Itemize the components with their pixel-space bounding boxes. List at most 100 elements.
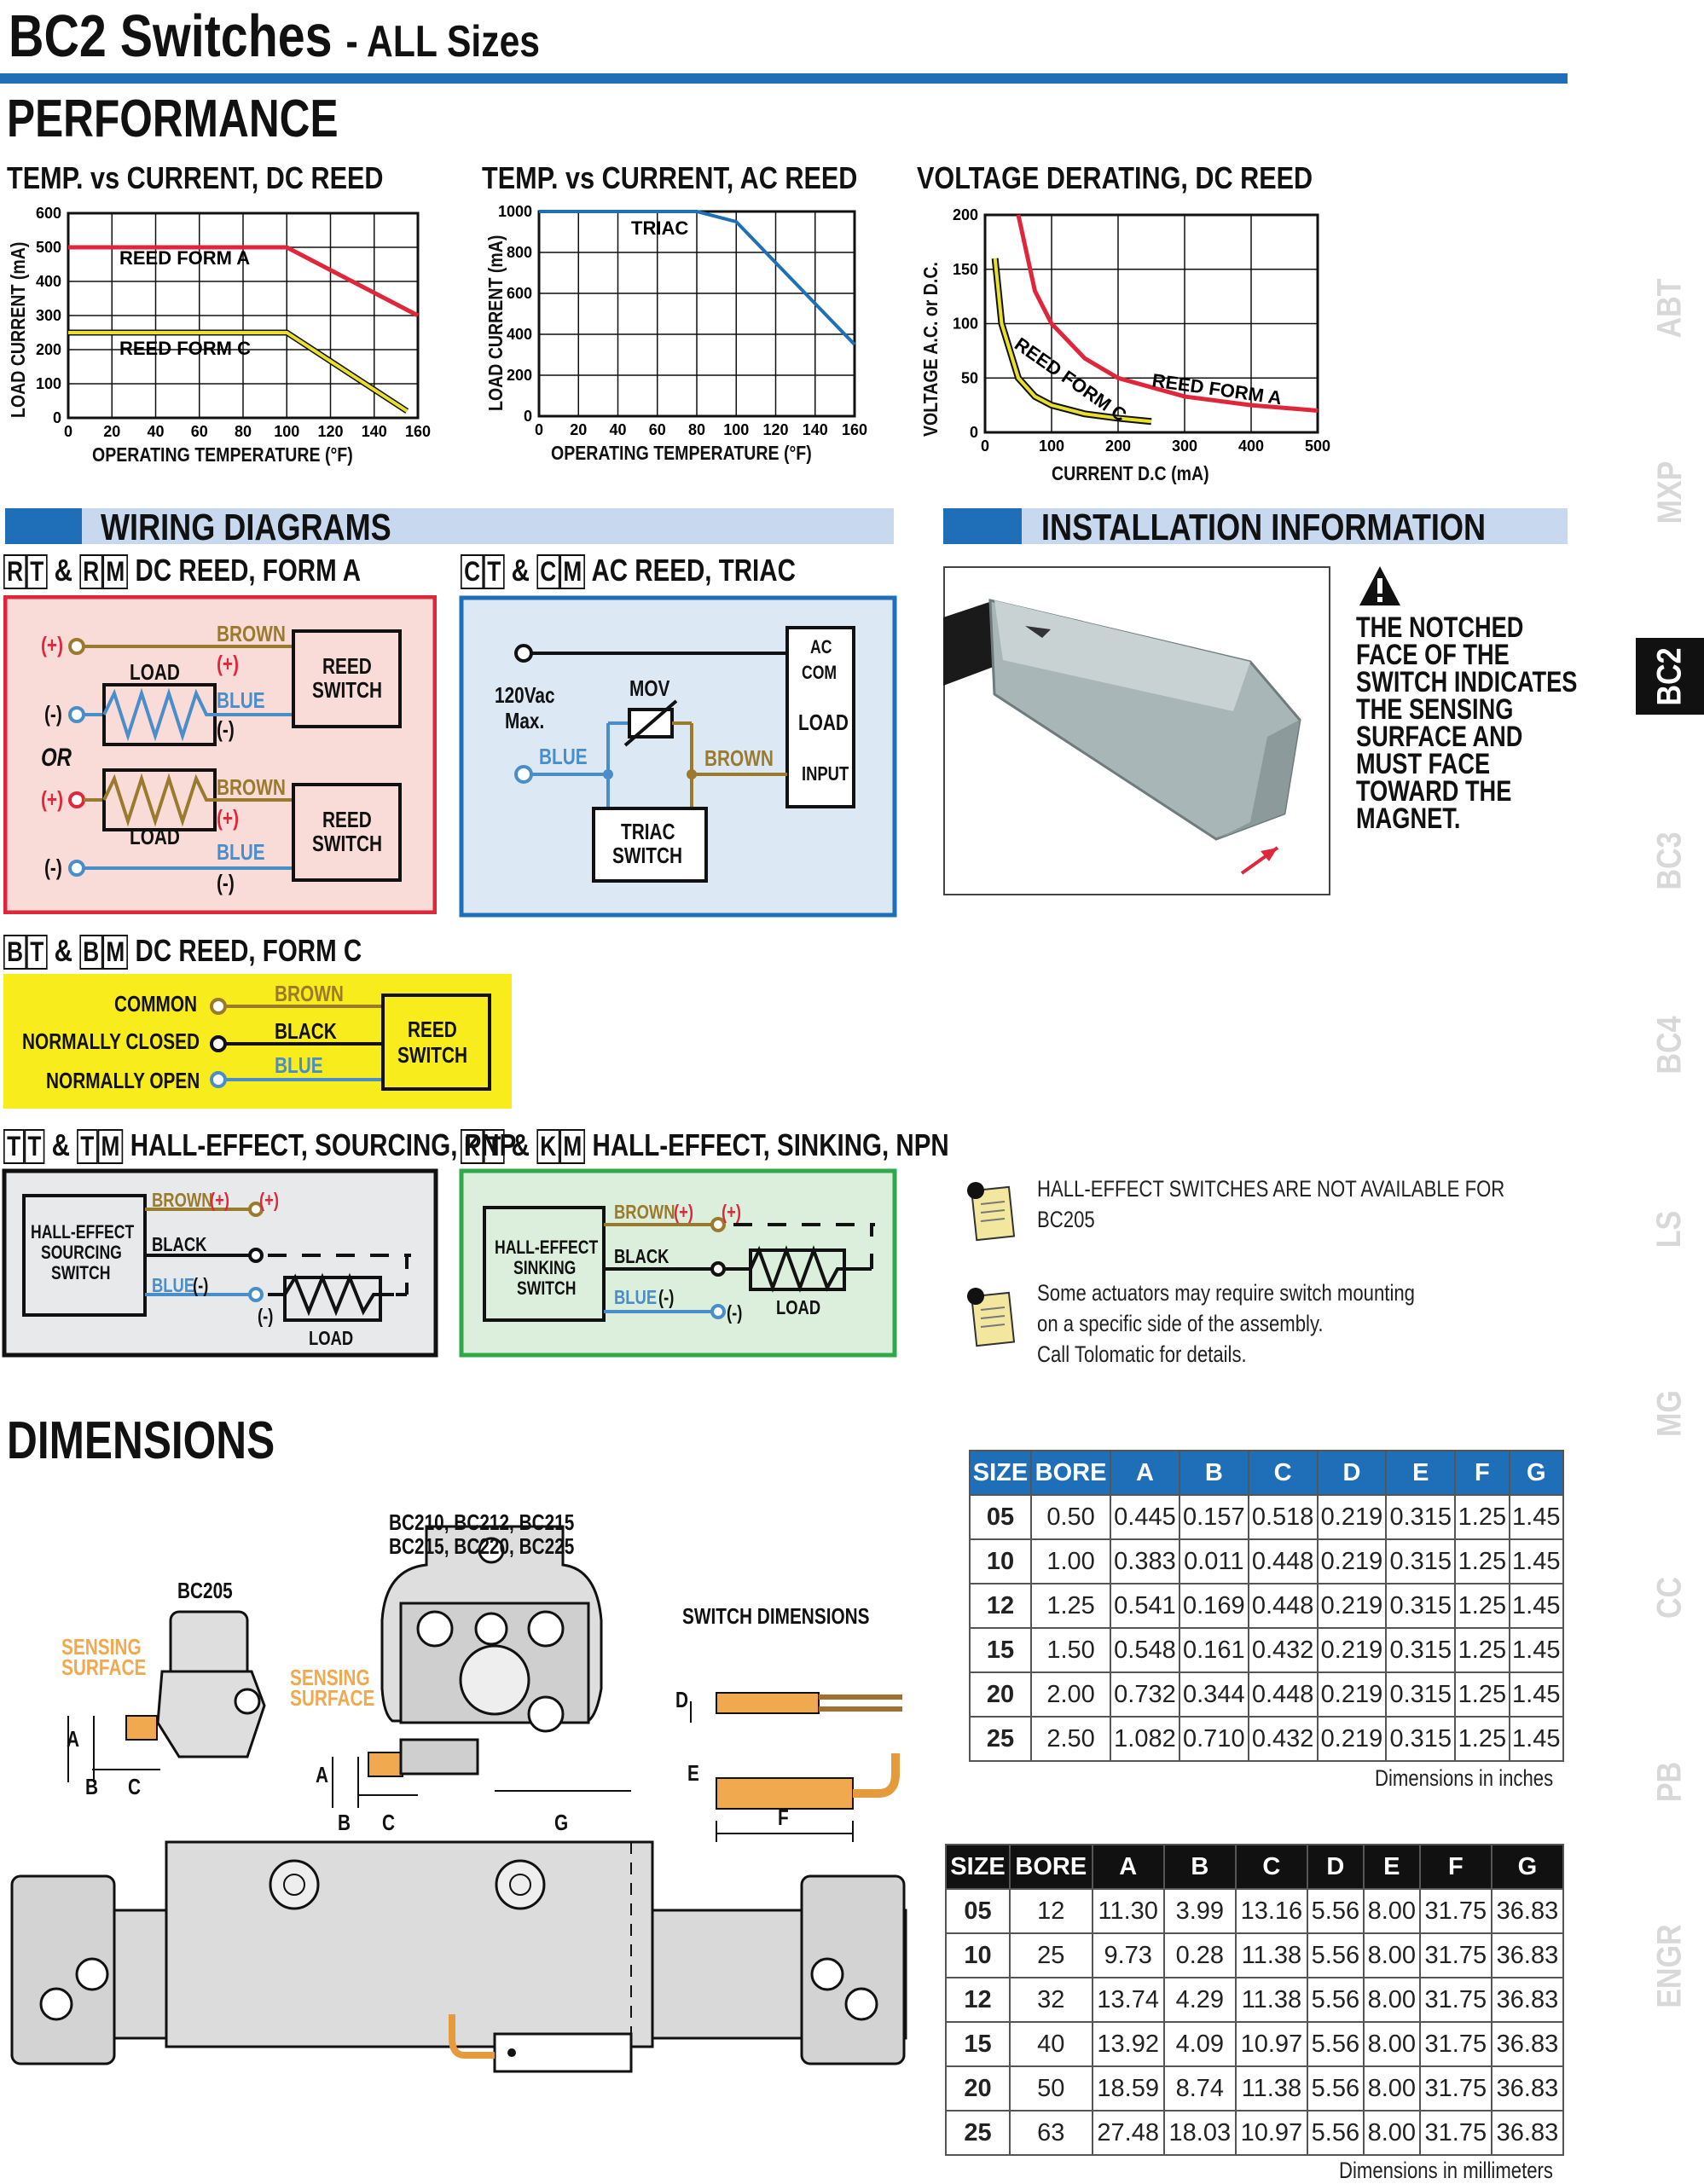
table-cell: 36.83	[1490, 2110, 1565, 2156]
table-cell: 11.38	[1234, 2065, 1308, 2112]
triac-switch-label-2: SWITCH	[612, 843, 683, 868]
side-tab-bc2[interactable]: BC2	[1636, 638, 1704, 715]
table-cell: 1.25	[1030, 1583, 1112, 1629]
table-cell: 0.219	[1316, 1671, 1388, 1718]
y-tick-label: 100	[953, 316, 978, 333]
table-cell: 1.45	[1508, 1627, 1565, 1673]
table-cell: 0.448	[1247, 1671, 1319, 1718]
label-bc205: BC205	[177, 1578, 233, 1603]
series-line-triac	[539, 210, 856, 346]
table-header-cell: F	[1454, 1450, 1510, 1496]
side-tab-ls[interactable]: LS	[1636, 1190, 1704, 1267]
warning-icon	[1359, 566, 1400, 605]
table-header-cell: G	[1508, 1450, 1565, 1496]
table-cell: 2.50	[1030, 1716, 1112, 1762]
table-cell: 20	[968, 1671, 1033, 1718]
caption-inches: Dimensions in inches	[1375, 1765, 1554, 1791]
table-cell: 4.09	[1162, 2021, 1237, 2067]
table-cell: 11.30	[1091, 1888, 1165, 1934]
reed-switch-label-1: REED	[322, 653, 372, 679]
table-cell: 36.83	[1490, 1888, 1565, 1934]
npn-minus-2: (-)	[727, 1301, 743, 1324]
x-tick-label: 60	[649, 421, 666, 438]
side-tab-mxp[interactable]: MXP	[1636, 454, 1704, 530]
dim-d: D	[675, 1687, 689, 1712]
table-cell: 5.56	[1306, 2021, 1365, 2067]
y-tick-label: 500	[36, 239, 61, 256]
y-tick-label: 600	[36, 205, 61, 222]
table-cell: 12	[968, 1583, 1033, 1629]
side-tab-abt[interactable]: ABT	[1636, 269, 1704, 346]
y-tick-label: 1000	[498, 203, 532, 220]
form-c-switch-1: REED	[408, 1017, 457, 1042]
side-tab-cc[interactable]: CC	[1636, 1559, 1704, 1636]
note-actuators: Some actuators may require switch mounti…	[1037, 1280, 1416, 1367]
y-tick-label: 100	[36, 375, 61, 392]
chart-dc-reed: REED FORM A REED FORM C 6005004003002001…	[36, 205, 431, 440]
x-tick-label: 300	[1172, 437, 1197, 455]
wiring-dc-form-c-diagram	[3, 974, 512, 1109]
y-tick-label: 600	[507, 285, 532, 302]
dimensions-drawing	[10, 1525, 907, 2073]
table-cell: 5.56	[1306, 1932, 1365, 1978]
side-tab-bc4[interactable]: BC4	[1636, 1006, 1704, 1083]
label-reed-form-c: REED FORM C	[119, 338, 251, 359]
sensing-label-1: SENSING	[61, 1634, 142, 1660]
table-cell: 05	[945, 1888, 1011, 1934]
table-header-cell: A	[1110, 1450, 1180, 1496]
table-cell: 5.56	[1306, 1977, 1365, 2023]
x-tick-label: 20	[103, 423, 120, 440]
table-cell: 27.48	[1091, 2110, 1165, 2156]
reed-switch-label-4: SWITCH	[312, 831, 383, 856]
pnp-box-3: SWITCH	[51, 1262, 111, 1283]
side-tab-pb[interactable]: PB	[1636, 1743, 1704, 1820]
switch-photo	[943, 566, 1330, 895]
y-tick-label: 150	[953, 261, 978, 278]
side-tab-mg[interactable]: MG	[1636, 1375, 1704, 1451]
chart-ac-grid	[538, 211, 855, 417]
table-cell: 8.00	[1362, 1977, 1421, 2023]
wiring-npn-diagram	[459, 1168, 897, 1358]
dim-c-2: C	[382, 1810, 396, 1835]
table-cell: 1.25	[1454, 1627, 1510, 1673]
table-cell: 25	[945, 2110, 1011, 2156]
table-cell: 5.56	[1306, 2065, 1365, 2112]
ac-voltage-label-1: 120Vac	[495, 682, 555, 708]
table-cell: 15	[968, 1627, 1033, 1673]
wire-label-plus-2: (+)	[217, 651, 239, 676]
input-label: INPUT	[802, 762, 849, 785]
header-rule	[0, 73, 1568, 84]
x-tick-label: 0	[535, 421, 543, 438]
table-cell: 0.315	[1385, 1583, 1457, 1629]
table-cell: 63	[1008, 2110, 1093, 2156]
side-tab-bc3[interactable]: BC3	[1636, 822, 1704, 899]
table-cell: 05	[968, 1494, 1033, 1540]
table-cell: 0.219	[1316, 1494, 1388, 1540]
sensing-label-4: SURFACE	[290, 1685, 375, 1711]
table-cell: 36.83	[1490, 1977, 1565, 2023]
table-cell: 1.45	[1508, 1538, 1565, 1584]
table-cell: 0.448	[1247, 1583, 1319, 1629]
note-icon	[967, 1182, 1016, 1242]
table-cell: 0.445	[1110, 1494, 1180, 1540]
switch-dimensions-label: SWITCH DIMENSIONS	[682, 1603, 870, 1629]
wiring-section-bar: WIRING DIAGRAMS	[5, 507, 894, 548]
table-header-cell: BORE	[1008, 1844, 1093, 1890]
table-cell: 0.157	[1178, 1494, 1249, 1540]
table-cell: 36.83	[1490, 1932, 1565, 1978]
side-tab-engr[interactable]: ENGR	[1636, 1924, 1704, 2007]
pnp-box-2: SOURCING	[41, 1242, 122, 1263]
performance-heading: PERFORMANCE	[7, 90, 339, 148]
dim-g: G	[554, 1810, 569, 1835]
chart-ac-xlabel: OPERATING TEMPERATURE (°F)	[551, 442, 812, 464]
